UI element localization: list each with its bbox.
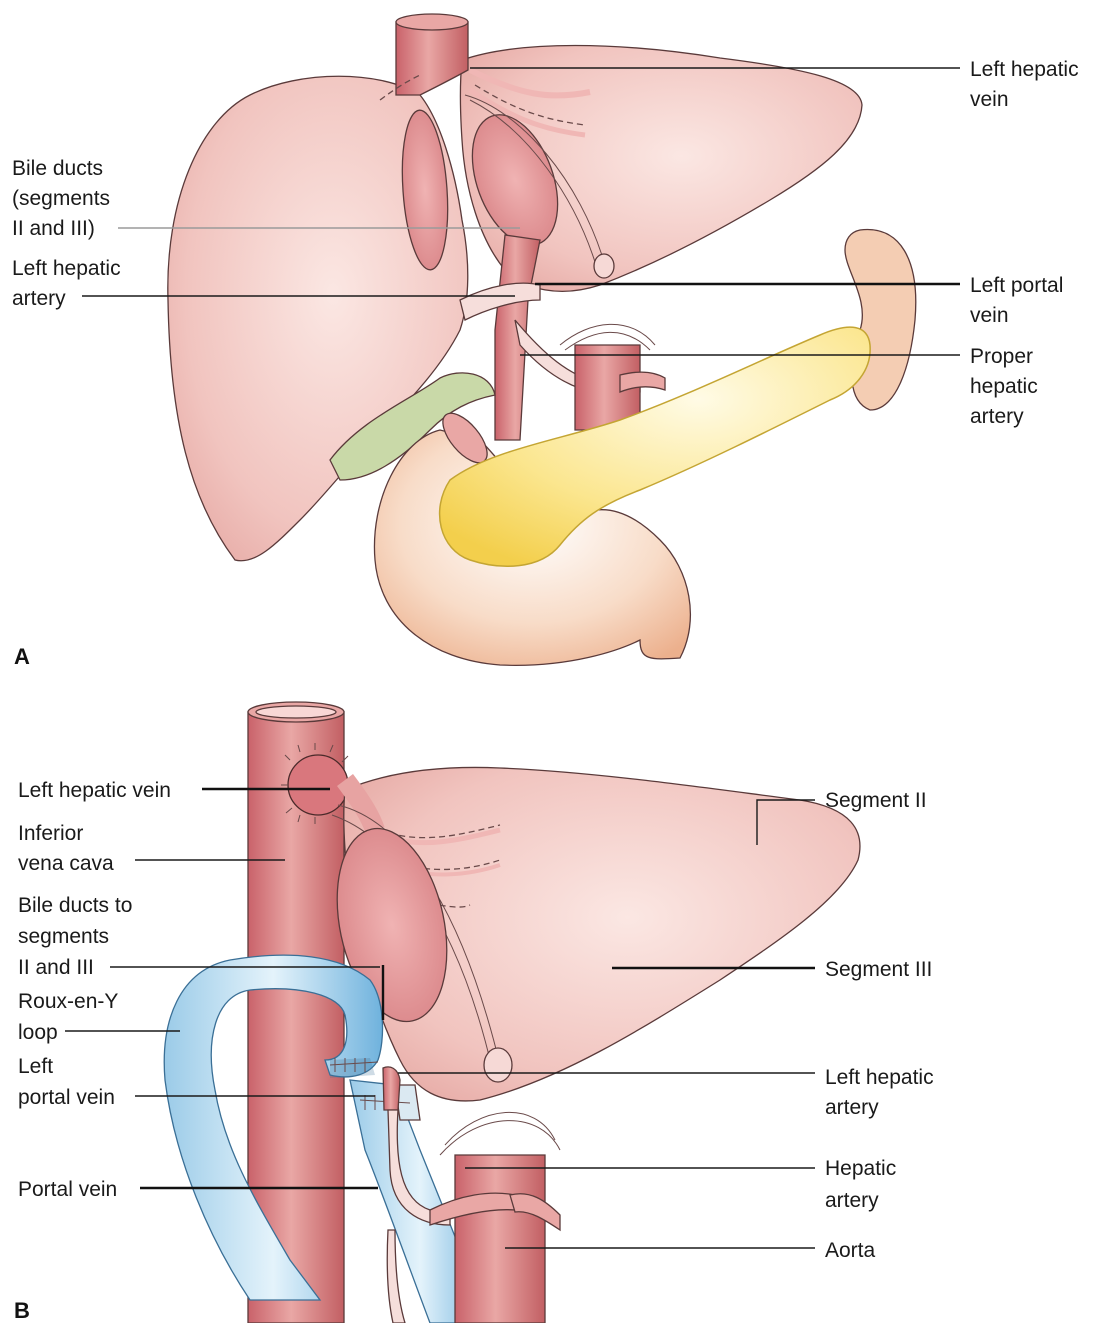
panel-a-label: A bbox=[14, 644, 30, 669]
label-line: artery bbox=[825, 1096, 879, 1119]
portal-vessels-a bbox=[495, 235, 540, 440]
label-b-segment-ii: Segment II bbox=[825, 789, 927, 812]
label-line: segments bbox=[18, 925, 109, 948]
label-line: artery bbox=[970, 405, 1024, 428]
label-line: Left hepatic bbox=[825, 1066, 934, 1089]
label-a-left-hepatic-vein: Left hepatic vein bbox=[970, 58, 1079, 111]
label-line: II and III) bbox=[12, 217, 95, 240]
label-b-bile-ducts: Bile ducts to segments II and III bbox=[18, 894, 132, 979]
label-line: Segment II bbox=[825, 789, 927, 812]
label-line: Left bbox=[18, 1055, 53, 1078]
label-a-left-portal-vein: Left portal vein bbox=[970, 274, 1063, 327]
label-b-left-hepatic-artery: Left hepatic artery bbox=[825, 1066, 934, 1119]
label-a-proper-hepatic-artery: Proper hepatic artery bbox=[970, 345, 1038, 428]
left-hepatic-artery-b bbox=[383, 1067, 400, 1110]
label-line: Segment III bbox=[825, 958, 932, 981]
label-line: artery bbox=[12, 287, 66, 310]
aorta bbox=[455, 1155, 545, 1323]
label-a-bile-ducts: Bile ducts (segments II and III) bbox=[12, 157, 110, 240]
label-line: Roux-en-Y bbox=[18, 990, 118, 1013]
label-b-left-portal-vein: Left portal vein bbox=[18, 1055, 115, 1109]
label-line: Aorta bbox=[825, 1239, 876, 1262]
label-line: vein bbox=[970, 88, 1009, 111]
label-line: vena cava bbox=[18, 852, 114, 875]
label-line: Bile ducts bbox=[12, 157, 103, 180]
label-b-segment-iii: Segment III bbox=[825, 958, 932, 981]
label-line: hepatic bbox=[970, 375, 1038, 398]
label-b-left-hepatic-vein: Left hepatic vein bbox=[18, 779, 171, 802]
label-line: Inferior bbox=[18, 822, 83, 845]
label-line: Left portal bbox=[970, 274, 1063, 297]
label-line: portal vein bbox=[18, 1086, 115, 1109]
label-line: II and III bbox=[18, 956, 94, 979]
label-line: Hepatic bbox=[825, 1157, 896, 1180]
label-line: Left hepatic bbox=[970, 58, 1079, 81]
label-line: vein bbox=[970, 304, 1009, 327]
label-line: Left hepatic bbox=[12, 257, 121, 280]
label-line: (segments bbox=[12, 187, 110, 210]
label-line: Left hepatic vein bbox=[18, 779, 171, 802]
label-a-left-hepatic-artery: Left hepatic artery bbox=[12, 257, 121, 310]
label-b-hepatic-artery: Hepatic artery bbox=[825, 1157, 896, 1212]
label-b-portal-vein: Portal vein bbox=[18, 1178, 117, 1201]
label-b-inferior-vena-cava: Inferior vena cava bbox=[18, 822, 114, 875]
label-b-roux-en-y-loop: Roux-en-Y loop bbox=[18, 990, 118, 1044]
label-b-aorta: Aorta bbox=[825, 1239, 876, 1262]
label-line: Bile ducts to bbox=[18, 894, 132, 917]
panel-a: Left hepatic vein Bile ducts (segments II a… bbox=[12, 14, 1079, 669]
label-line: Portal vein bbox=[18, 1178, 117, 1201]
label-line: loop bbox=[18, 1021, 58, 1044]
ivc-a bbox=[396, 22, 468, 95]
label-line: Proper bbox=[970, 345, 1033, 368]
panel-b-label: B bbox=[14, 1298, 30, 1323]
label-line: artery bbox=[825, 1189, 879, 1212]
panel-b: Left hepatic vein Inferior vena cava Bile… bbox=[14, 702, 934, 1323]
